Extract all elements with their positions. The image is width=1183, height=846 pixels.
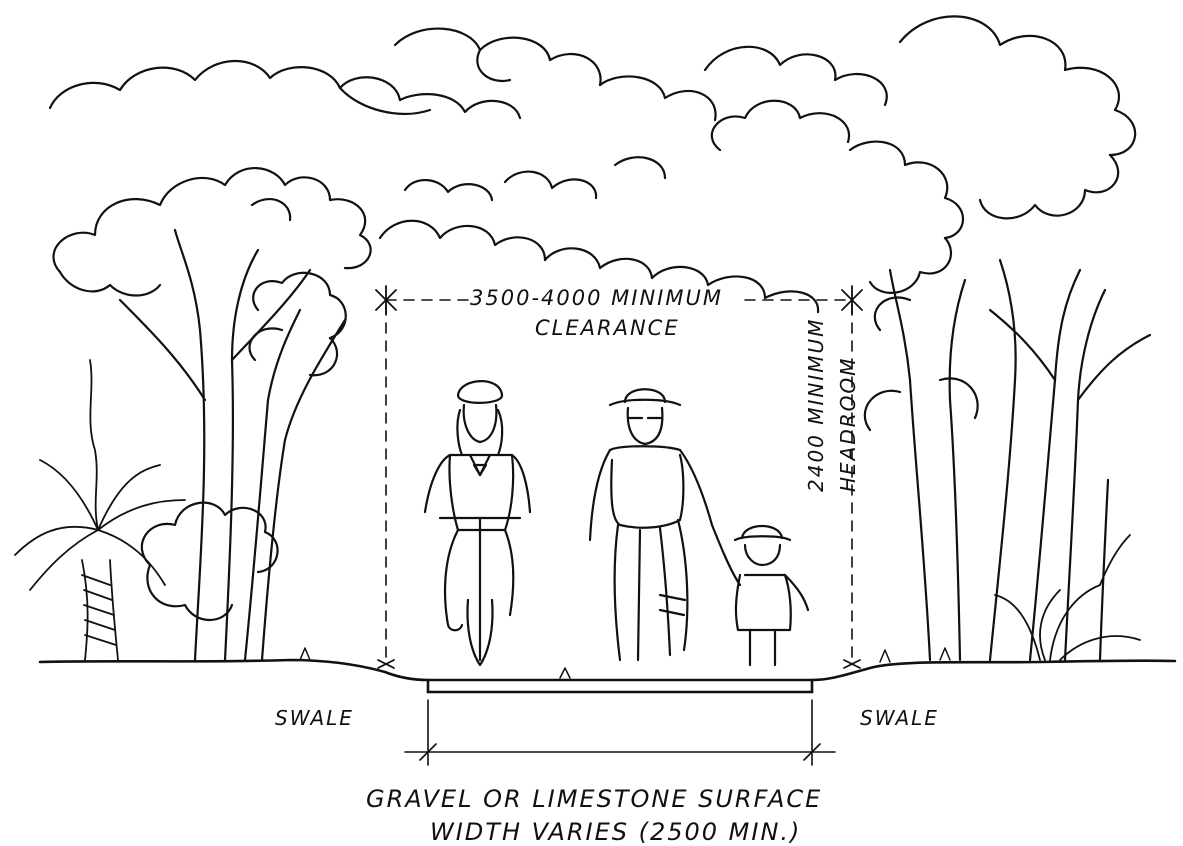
man-figure (588, 388, 714, 662)
headroom-dimension-sublabel: HEADROOM (836, 356, 860, 492)
clearance-dimension-sublabel: CLEARANCE (535, 316, 680, 340)
tree-trunks (118, 228, 1152, 662)
surface-type-label: GRAVEL OR LIMESTONE SURFACE (366, 785, 823, 813)
child-figure (710, 523, 810, 667)
grass-tufts (299, 647, 951, 679)
cyclist-figure (423, 380, 532, 667)
fern (994, 534, 1141, 661)
surface-width-dimension (404, 699, 836, 766)
grass-tree (14, 359, 186, 661)
ground-line (38, 658, 1177, 694)
swale-left-label: SWALE (275, 706, 354, 730)
clearance-stars (375, 285, 863, 669)
clearance-dimension-label: 3500-4000 MINIMUM (470, 286, 723, 310)
clearance-dimension (385, 299, 853, 661)
surface-width-label: WIDTH VARIES (2500 MIN.) (430, 818, 802, 846)
swale-right-label: SWALE (860, 706, 939, 730)
tree-canopy (48, 15, 1137, 621)
headroom-dimension-label: 2400 MINIMUM (804, 317, 828, 492)
